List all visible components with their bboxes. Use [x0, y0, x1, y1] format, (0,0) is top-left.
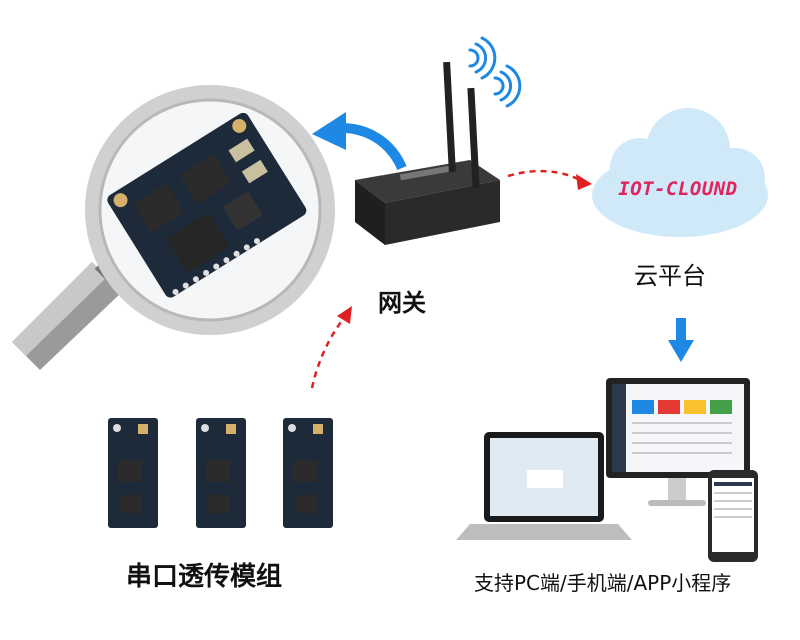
module-closeup	[107, 112, 307, 298]
cloud-title: IOT-CLOUND	[618, 178, 738, 200]
wifi-signal-icon	[468, 36, 497, 80]
gateway-device	[355, 61, 500, 245]
gateway-label: 网关	[378, 289, 426, 317]
serial-module	[283, 418, 333, 528]
monitor-device	[606, 378, 750, 506]
cloud-shape	[592, 108, 768, 237]
serial-module	[196, 418, 246, 528]
gateway-to-module-arrow	[312, 112, 407, 171]
cloud-to-devices-arrow	[668, 318, 694, 362]
laptop-device	[456, 432, 632, 540]
gateway-to-cloud-arrow	[507, 169, 592, 190]
modules-label: 串口透传模组	[126, 562, 283, 592]
cloud-platform-label: 云平台	[634, 262, 706, 290]
platforms-label: 支持PC端/手机端/APP小程序	[474, 571, 732, 595]
wifi-signal-icon	[493, 64, 522, 108]
modules-to-gateway-arrow	[310, 306, 352, 389]
serial-module	[108, 418, 158, 528]
phone-device	[708, 470, 758, 562]
